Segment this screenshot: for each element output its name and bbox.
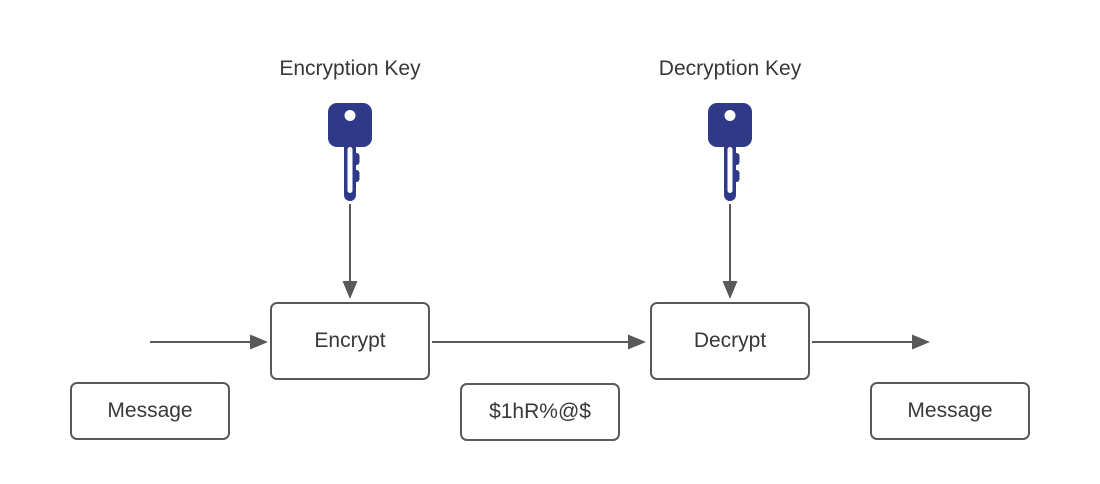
decrypt-box-label: Decrypt bbox=[693, 329, 767, 352]
arrow-head bbox=[250, 334, 268, 350]
arrow-decrypt-to-plaintext bbox=[812, 334, 930, 350]
arrow-encrypt-to-decrypt bbox=[432, 334, 646, 350]
decryption-key-label: Decryption Key bbox=[658, 57, 802, 80]
message-input-label: Message bbox=[107, 399, 193, 422]
arrow-head bbox=[342, 281, 358, 299]
encryption-key-icon bbox=[320, 103, 380, 203]
message-output-label: Message bbox=[907, 399, 993, 422]
encryption-key-connector-arrow bbox=[342, 204, 358, 299]
arrow-head bbox=[912, 334, 930, 350]
arrow-head bbox=[722, 281, 738, 299]
decryption-key-icon bbox=[700, 103, 760, 203]
encrypt-box: Encrypt bbox=[270, 302, 430, 380]
arrow-head bbox=[628, 334, 646, 350]
decrypt-box: Decrypt bbox=[650, 302, 810, 380]
ciphertext-box: $1hR%@$ bbox=[460, 383, 620, 441]
ciphertext-label: $1hR%@$ bbox=[489, 400, 591, 423]
message-output-box: Message bbox=[870, 382, 1030, 440]
decryption-key-connector-arrow bbox=[722, 204, 738, 299]
arrow-plaintext-to-encrypt bbox=[150, 334, 268, 350]
encrypt-box-label: Encrypt bbox=[314, 329, 386, 352]
message-input-box: Message bbox=[70, 382, 230, 440]
encryption-key-label: Encryption Key bbox=[279, 57, 421, 80]
